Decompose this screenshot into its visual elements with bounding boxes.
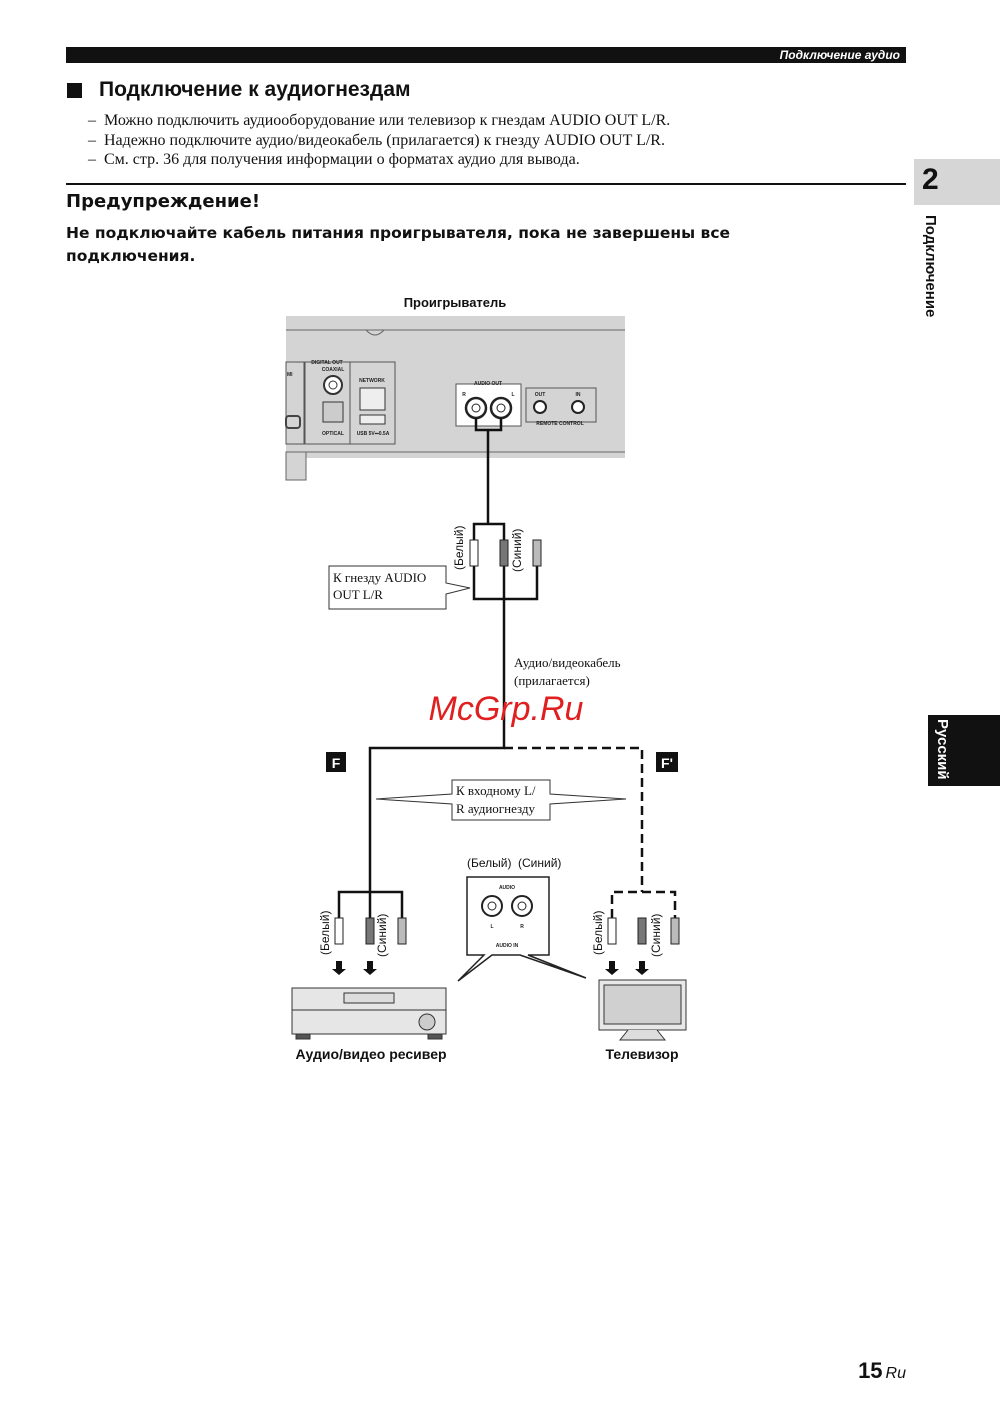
svg-text:AUDIO IN: AUDIO IN [496, 943, 519, 949]
svg-text:OUT L/R: OUT L/R [333, 587, 383, 602]
warning-title: Предупреждение! [66, 191, 261, 212]
callout-input: К входному L/ R аудиогнезду [375, 779, 627, 821]
usb-port [359, 414, 386, 425]
optical-port [322, 401, 344, 423]
svg-text:AUDIO OUT: AUDIO OUT [474, 381, 502, 387]
svg-text:NETWORK: NETWORK [359, 378, 385, 384]
arrow-down-icons [332, 961, 649, 975]
svg-text:L: L [511, 392, 514, 398]
list-item: –Надежно подключите аудио/видеокабель (п… [88, 132, 665, 149]
white-label: (Белый) [591, 911, 605, 955]
white-label: (Белый) [452, 526, 466, 570]
list-item: –Можно подключить аудиооборудование или … [88, 112, 671, 129]
audio-out-r-jack [464, 396, 488, 420]
svg-text:COAXIAL: COAXIAL [322, 367, 345, 373]
white-label: (Белый) [467, 856, 511, 870]
chapter-title: Подключение [922, 215, 939, 318]
rca-plugs [334, 539, 680, 945]
cable-label: Аудио/видеокабель [514, 655, 621, 670]
watermark: McGrp.Ru [429, 690, 584, 728]
page-title: Подключение к аудиогнездам [67, 78, 411, 102]
square-bullet-icon [67, 82, 82, 98]
coaxial-jack [323, 375, 343, 395]
tv-illustration [598, 979, 687, 1041]
blue-label: (Синий) [649, 914, 663, 957]
svg-text:IN: IN [576, 392, 581, 398]
audio-in-l-jack [481, 895, 503, 917]
blue-label: (Синий) [510, 529, 524, 572]
svg-text:L: L [490, 924, 493, 930]
white-label: (Белый) [318, 911, 332, 955]
player-rear-panel: MI DIGITAL OUT COAXIAL OPTICAL NETWORK U… [285, 316, 625, 481]
network-port [359, 387, 386, 411]
svg-text:К гнезду AUDIO: К гнезду AUDIO [333, 570, 426, 585]
callout-audio-out: К гнезду AUDIO OUT L/R [328, 565, 471, 610]
receiver-illustration [291, 987, 447, 1040]
svg-text:OUT: OUT [535, 392, 546, 398]
tv-label: Телевизор [605, 1046, 678, 1062]
language-label: Русский [934, 719, 951, 780]
audio-in-callout: AUDIO L R AUDIO IN [457, 876, 587, 982]
svg-text:OPTICAL: OPTICAL [322, 431, 344, 437]
svg-text:R: R [462, 392, 466, 398]
language-tab: Русский [928, 715, 1000, 786]
svg-text:К входному L/: К входному L/ [456, 783, 536, 798]
svg-text:AUDIO: AUDIO [499, 885, 515, 891]
svg-text:R: R [520, 924, 524, 930]
hdmi-port [285, 415, 301, 429]
chapter-number: 2 [922, 163, 939, 196]
badge-f [326, 752, 346, 772]
svg-text:REMOTE CONTROL: REMOTE CONTROL [536, 421, 584, 427]
remote-out-jack [533, 400, 547, 414]
player-label: Проигрыватель [404, 295, 507, 310]
divider [66, 183, 906, 185]
svg-text:F': F' [661, 755, 673, 771]
svg-text:USB 5V⎓0.5A: USB 5V⎓0.5A [357, 431, 390, 437]
cable-dashed [504, 746, 677, 918]
warning-text: Не подключайте кабель питания проигрыват… [66, 224, 731, 265]
receiver-label: Аудио/видео ресивер [295, 1046, 446, 1062]
svg-text:F: F [332, 755, 341, 771]
blue-label: (Синий) [375, 914, 389, 957]
cable-solid [337, 418, 539, 918]
cable-label: (прилагается) [514, 673, 590, 688]
remote-in-jack [571, 400, 585, 414]
list-item: –См. стр. 36 для получения информации о … [88, 151, 580, 168]
blue-label: (Синий) [518, 856, 561, 870]
svg-text:MI: MI [287, 372, 293, 378]
badge-f-prime [656, 752, 678, 772]
svg-text:DIGITAL OUT: DIGITAL OUT [311, 360, 342, 366]
svg-text:R аудиогнезду: R аудиогнезду [456, 801, 536, 816]
page-title-text: Подключение к аудиогнездам [99, 78, 411, 101]
chapter-tab: 2 [914, 159, 1000, 205]
section-header-bar: Подключение аудио [66, 47, 906, 63]
section-header: Подключение аудио [779, 48, 900, 62]
audio-out-l-jack [489, 396, 513, 420]
audio-in-r-jack [511, 895, 533, 917]
